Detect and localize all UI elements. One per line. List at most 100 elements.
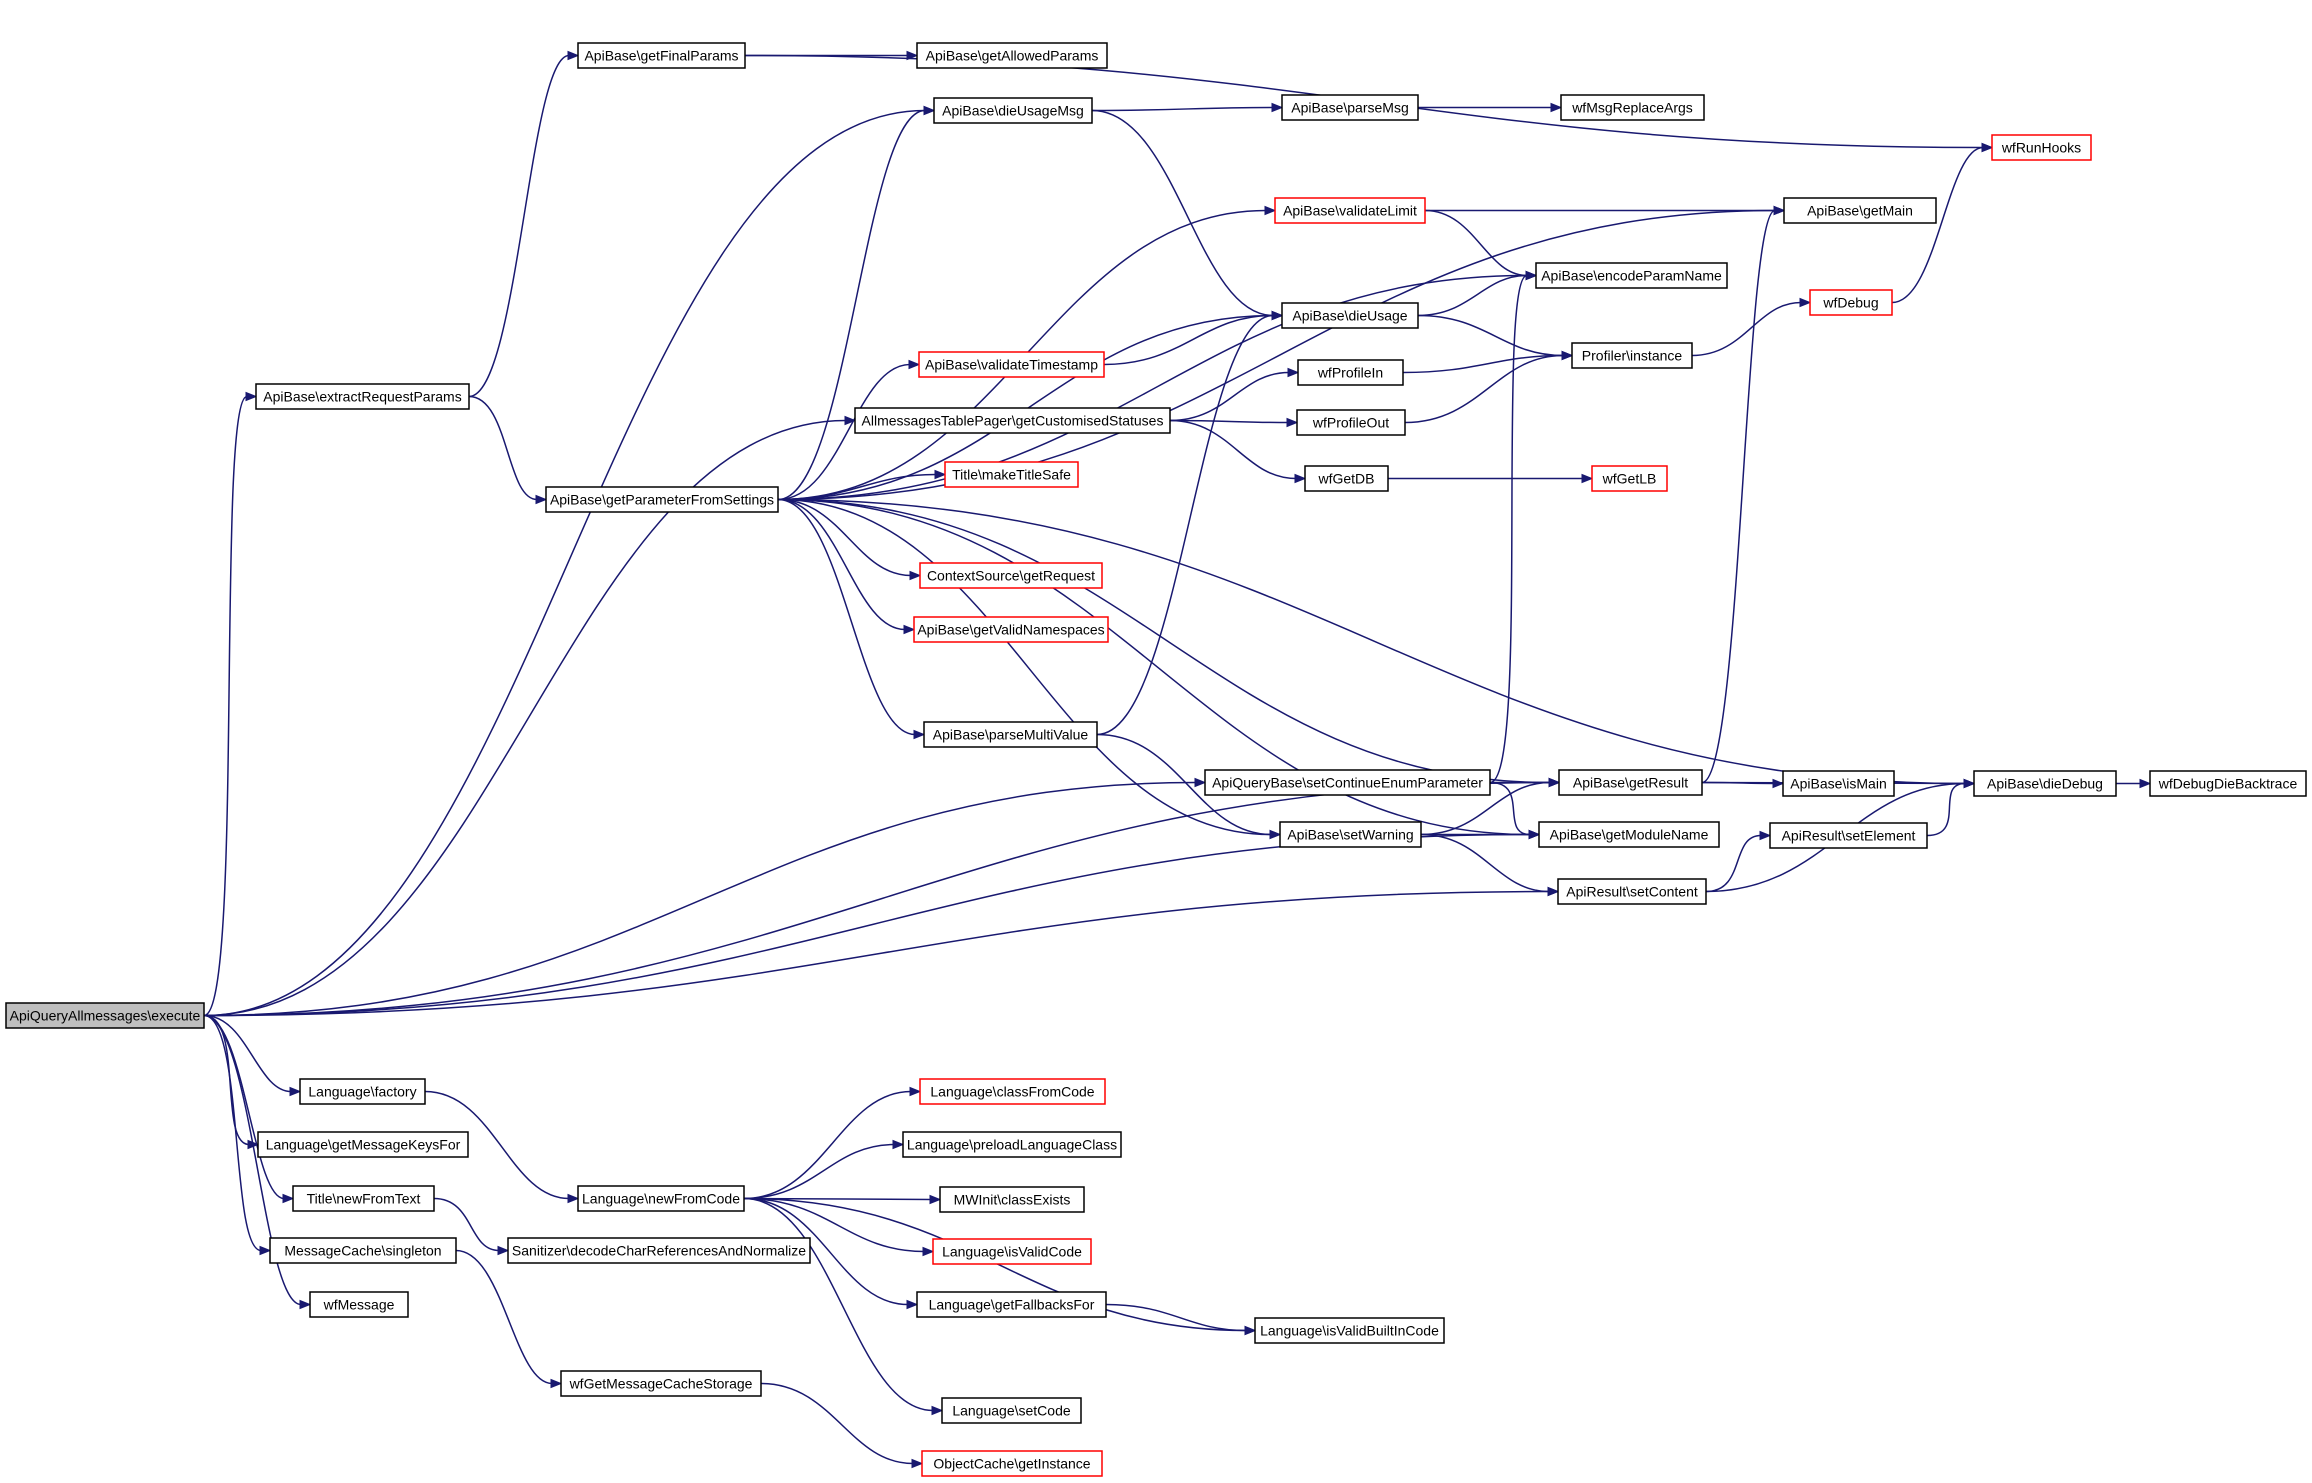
node-setContinueEnumParameter[interactable]: ApiQueryBase\setContinueEnumParameter (1204, 769, 1491, 796)
arrowhead-getFinalParams-to-getAllowedParams (906, 50, 919, 61)
node-classExists[interactable]: MWInit\classExists (939, 1186, 1085, 1213)
arrowhead-wfGetDB-to-wfGetLB (1581, 473, 1594, 484)
node-box-titleNewFromText (292, 1185, 435, 1212)
arrowhead-root-to-wfMessage (299, 1299, 312, 1310)
edge-newFromCode-to-isValidCode (743, 1197, 925, 1253)
node-setContent[interactable]: ApiResult\setContent (1557, 878, 1707, 905)
arrowhead-langFactory-to-newFromCode (567, 1193, 580, 1204)
node-isMain[interactable]: ApiBase\isMain (1782, 770, 1895, 797)
node-box-dieUsageMsg (933, 97, 1093, 124)
edge-wfDebug-to-wfRunHooks (1891, 146, 1984, 304)
arrowhead-newFromCode-to-classFromCode (909, 1086, 922, 1097)
node-getModuleName[interactable]: ApiBase\getModuleName (1538, 821, 1720, 848)
node-label-extractRequestParams: ApiBase\extractRequestParams (263, 389, 461, 405)
node-label-isValidBuiltInCode: Language\isValidBuiltInCode (1260, 1323, 1439, 1339)
node-titleNewFromText[interactable]: Title\newFromText (292, 1185, 435, 1212)
edge-validateTimestamp-to-dieUsage (1103, 314, 1274, 366)
node-setElement[interactable]: ApiResult\setElement (1769, 822, 1928, 849)
edge-getParameterFromSettings-to-dieUsageMsg (777, 109, 926, 501)
node-wfMsgReplaceArgs[interactable]: wfMsgReplaceArgs (1560, 94, 1705, 121)
node-label-setCode: Language\setCode (952, 1403, 1071, 1419)
node-box-classFromCode (919, 1078, 1106, 1105)
node-label-dieUsage: ApiBase\dieUsage (1292, 308, 1407, 324)
node-box-getRequest (919, 562, 1103, 589)
node-getCustomisedStatuses[interactable]: AllmessagesTablePager\getCustomisedStatu… (854, 407, 1171, 434)
node-dieDebug[interactable]: ApiBase\dieDebug (1973, 770, 2117, 797)
node-dieUsageMsg[interactable]: ApiBase\dieUsageMsg (933, 97, 1093, 124)
node-root[interactable]: ApiQueryAllmessages\execute (5, 1002, 205, 1029)
edge-setWarning-to-setContent (1420, 833, 1550, 893)
node-wfGetLB[interactable]: wfGetLB (1591, 465, 1668, 492)
arrowhead-getCustomisedStatuses-to-wfGetDB (1294, 473, 1307, 484)
node-getAllowedParams[interactable]: ApiBase\getAllowedParams (916, 42, 1108, 69)
node-setCode[interactable]: Language\setCode (941, 1397, 1082, 1424)
node-box-decodeChar (507, 1237, 811, 1264)
node-wfDebug[interactable]: wfDebug (1809, 289, 1893, 316)
edge-setContent-to-setElement (1705, 834, 1762, 893)
node-validateTimestamp[interactable]: ApiBase\validateTimestamp (918, 351, 1105, 378)
edge-root-to-dieUsageMsg (203, 109, 926, 1017)
node-validateLimit[interactable]: ApiBase\validateLimit (1274, 197, 1426, 224)
node-wfDebugDieBacktrace[interactable]: wfDebugDieBacktrace (2149, 770, 2307, 797)
node-getMessageKeysFor[interactable]: Language\getMessageKeysFor (257, 1131, 469, 1158)
node-box-wfDebug (1809, 289, 1893, 316)
edge-newFromCode-to-setCode (743, 1197, 934, 1412)
node-getResult[interactable]: ApiBase\getResult (1558, 769, 1703, 796)
node-getFinalParams[interactable]: ApiBase\getFinalParams (577, 42, 746, 69)
node-setWarning[interactable]: ApiBase\setWarning (1279, 821, 1422, 848)
edge-root-to-getModuleName (203, 833, 1531, 1017)
node-box-wfRunHooks (1991, 134, 2092, 161)
node-getRequest[interactable]: ContextSource\getRequest (919, 562, 1103, 589)
node-extractRequestParams[interactable]: ApiBase\extractRequestParams (255, 383, 470, 410)
edge-root-to-extractRequestParams (203, 395, 248, 1017)
arrowhead-setWarning-to-getModuleName (1528, 829, 1541, 840)
node-parseMultiValue[interactable]: ApiBase\parseMultiValue (923, 721, 1098, 748)
node-box-wfMsgReplaceArgs (1560, 94, 1705, 121)
node-newFromCode[interactable]: Language\newFromCode (577, 1185, 745, 1212)
node-makeTitleSafe[interactable]: Title\makeTitleSafe (944, 461, 1079, 488)
arrowhead-parseMultiValue-to-setWarning (1269, 829, 1282, 840)
node-dieUsage[interactable]: ApiBase\dieUsage (1281, 302, 1419, 329)
node-box-classExists (939, 1186, 1085, 1213)
node-label-profilerInstance: Profiler\instance (1582, 348, 1683, 364)
arrowhead-setContent-to-setElement (1759, 830, 1772, 841)
node-parseMsg[interactable]: ApiBase\parseMsg (1281, 94, 1419, 121)
edge-getParameterFromSettings-to-setWarning (777, 498, 1272, 836)
arrowhead-profilerInstance-to-wfDebug (1799, 297, 1812, 308)
node-isValidCode[interactable]: Language\isValidCode (932, 1238, 1092, 1265)
node-box-getModuleName (1538, 821, 1720, 848)
arrowhead-newFromCode-to-preloadLanguageClass (892, 1139, 905, 1150)
node-label-decodeChar: Sanitizer\decodeCharReferencesAndNormali… (512, 1243, 806, 1259)
node-label-wfDebugDieBacktrace: wfDebugDieBacktrace (2158, 776, 2298, 792)
arrowhead-newFromCode-to-classExists (929, 1194, 942, 1205)
node-label-dieUsageMsg: ApiBase\dieUsageMsg (942, 103, 1084, 119)
node-getFallbacksFor[interactable]: Language\getFallbacksFor (916, 1291, 1107, 1318)
node-preloadLanguageClass[interactable]: Language\preloadLanguageClass (902, 1131, 1122, 1158)
node-classFromCode[interactable]: Language\classFromCode (919, 1078, 1106, 1105)
node-box-dieDebug (1973, 770, 2117, 797)
node-getValidNamespaces[interactable]: ApiBase\getValidNamespaces (913, 616, 1109, 643)
node-box-validateTimestamp (918, 351, 1105, 378)
node-objectCacheGetInstance[interactable]: ObjectCache\getInstance (921, 1450, 1103, 1477)
arrowhead-wfGetMessageCacheStorage-to-objectCacheGetInstance (911, 1458, 924, 1469)
node-box-parseMultiValue (923, 721, 1098, 748)
node-isValidBuiltInCode[interactable]: Language\isValidBuiltInCode (1254, 1317, 1445, 1344)
node-box-wfProfileOut (1296, 409, 1406, 436)
node-profilerInstance[interactable]: Profiler\instance (1571, 342, 1693, 369)
node-encodeParamName[interactable]: ApiBase\encodeParamName (1535, 262, 1728, 289)
node-getMain[interactable]: ApiBase\getMain (1783, 197, 1937, 224)
node-wfGetDB[interactable]: wfGetDB (1304, 465, 1389, 492)
node-decodeChar[interactable]: Sanitizer\decodeCharReferencesAndNormali… (507, 1237, 811, 1264)
arrowhead-getParameterFromSettings-to-dieUsageMsg (923, 105, 936, 116)
node-getParameterFromSettings[interactable]: ApiBase\getParameterFromSettings (545, 486, 779, 513)
node-wfProfileIn[interactable]: wfProfileIn (1297, 359, 1404, 386)
edge-parseMultiValue-to-dieUsage (1096, 314, 1274, 736)
node-label-encodeParamName: ApiBase\encodeParamName (1541, 268, 1722, 284)
node-wfMessage[interactable]: wfMessage (309, 1291, 409, 1318)
node-langFactory[interactable]: Language\factory (299, 1078, 426, 1105)
node-wfProfileOut[interactable]: wfProfileOut (1296, 409, 1406, 436)
node-wfGetMessageCacheStorage[interactable]: wfGetMessageCacheStorage (560, 1370, 762, 1397)
node-wfRunHooks[interactable]: wfRunHooks (1991, 134, 2092, 161)
node-box-setContinueEnumParameter (1204, 769, 1491, 796)
node-messageCacheSingleton[interactable]: MessageCache\singleton (269, 1237, 457, 1264)
